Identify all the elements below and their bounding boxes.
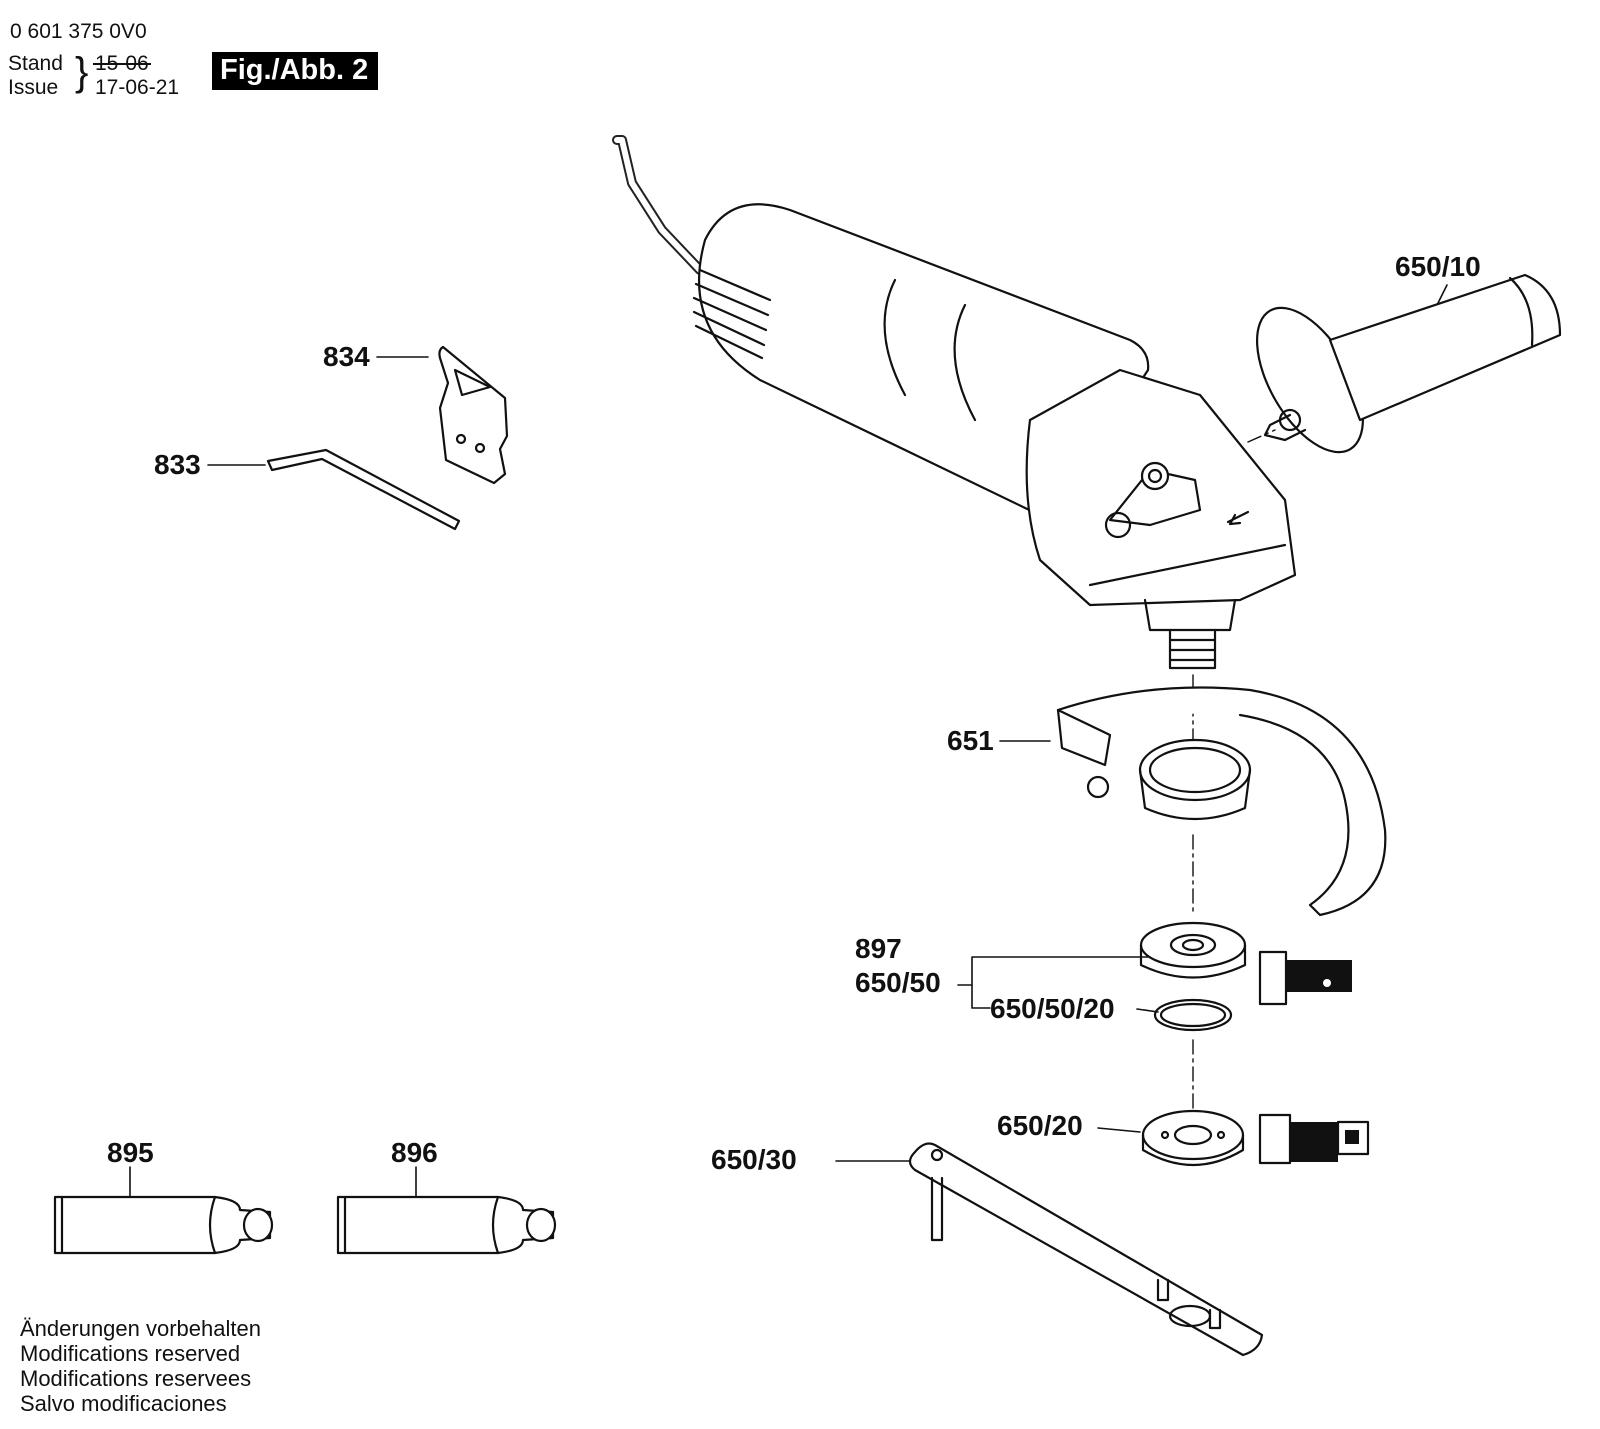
leader-lines (129, 284, 1448, 1198)
part-label-650-30: 650/30 (711, 1144, 797, 1175)
old-date: 15-06 (95, 52, 149, 75)
o-ring-650-50-20 (1153, 998, 1233, 1032)
modification-notes: Änderungen vorbehalten Modifications res… (20, 1316, 261, 1416)
auxiliary-handle-650-10 (1255, 273, 1562, 454)
part-label-650-20: 650/20 (997, 1110, 1083, 1141)
part-label-650-10: 650/10 (1395, 251, 1481, 282)
part-label-834: 834 (323, 341, 370, 372)
note-de: Änderungen vorbehalten (20, 1316, 261, 1341)
grease-tube-896 (336, 1195, 557, 1255)
issue-date: 17-06-21 (95, 76, 180, 99)
part-label-897: 897 (855, 933, 902, 964)
figure-label: Fig./Abb. 2 (212, 52, 379, 90)
issue-label: Issue (8, 76, 59, 99)
note-en: Modifications reserved (20, 1341, 241, 1366)
hex-key-833 (266, 448, 461, 531)
part-label-651: 651 (947, 725, 994, 756)
pin-spanner-650-30 (908, 1142, 1264, 1357)
part-label-650-50-20: 650/50/20 (990, 993, 1115, 1024)
part-label-833: 833 (154, 449, 201, 480)
flange-nut-650-20 (1141, 1109, 1245, 1166)
part-label-895: 895 (107, 1137, 154, 1168)
section-profile-icon-2 (1258, 1113, 1370, 1165)
document-number: 0 601 375 0V0 (10, 20, 147, 43)
clamping-flange-650-50 (1139, 921, 1247, 979)
clip-834 (438, 345, 509, 485)
wheel-guard-651 (1056, 686, 1387, 917)
section-profile-icon (1258, 950, 1352, 1006)
note-fr: Modifications reservees (20, 1366, 252, 1391)
part-label-896: 896 (391, 1137, 438, 1168)
angle-grinder-body (612, 135, 1297, 670)
brace-icon: } (75, 50, 89, 94)
grease-tube-895 (53, 1195, 274, 1255)
note-es: Salvo modificaciones (20, 1391, 227, 1416)
stand-label: Stand (8, 52, 63, 75)
part-label-650-50: 650/50 (855, 967, 941, 998)
